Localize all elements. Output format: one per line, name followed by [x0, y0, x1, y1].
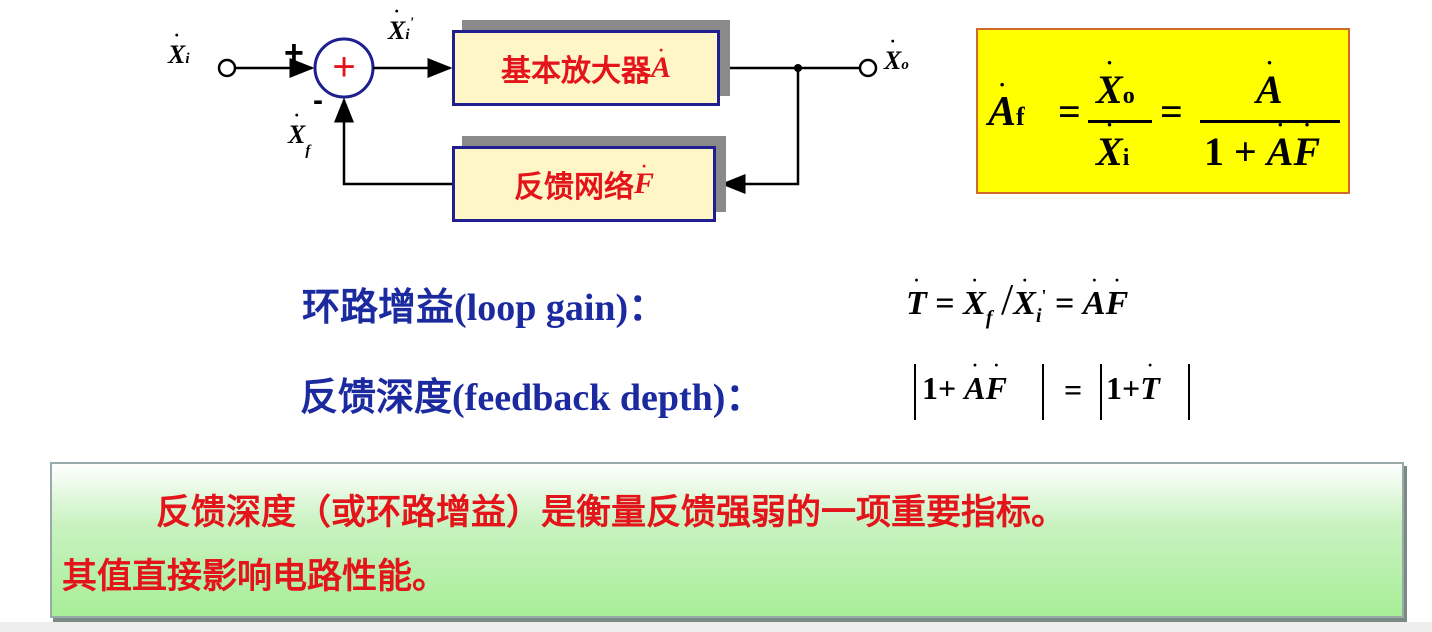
feedback-block: 反馈网络 ·F [452, 146, 716, 222]
plus-sign: + [284, 34, 304, 72]
af-symbol: ·Af [988, 72, 1025, 136]
feedback-depth-lhs: 1+ ·A·F [922, 355, 1007, 406]
af-denominator: 1 + ·A·F [1204, 112, 1321, 175]
summer-symbol: + [332, 45, 356, 89]
note-line-2: 其值直接影响电路性能。 [62, 557, 448, 597]
abs-bar-4 [1188, 364, 1190, 420]
note-line-1: 反馈深度（或环路增益）是衡量反馈强弱的一项重要指标。 [156, 493, 1067, 533]
note-box: 反馈深度（或环路增益）是衡量反馈强弱的一项重要指标。 其值直接影响电路性能。 [50, 462, 1404, 618]
a-numerator: ·A [1256, 50, 1283, 113]
eq-sign-2: = [1160, 89, 1183, 134]
loop-gain-formula: ·T = ·Xf /·Xi' = ·A·F [906, 270, 1129, 329]
block-diagram-lines [217, 37, 878, 194]
eq-sign-1: = [1058, 89, 1081, 134]
minus-sign: - [313, 84, 323, 117]
feedback-symbol: ·F [633, 156, 654, 200]
amplifier-symbol: ·A [650, 40, 671, 84]
abs-bar-1 [914, 364, 916, 420]
feedback-depth-rhs: 1+·T [1106, 355, 1160, 406]
closed-loop-gain-formula: ·Af = ·Xo ·Xi = ·A 1 + ·A·F [976, 28, 1350, 194]
fraction-bar-1 [1088, 120, 1152, 123]
output-signal-label: ·Xo [884, 31, 909, 75]
input-signal-label: ·Xi [168, 25, 190, 69]
amplifier-block: 基本放大器 ·A [452, 30, 720, 106]
net-input-signal-label: ·Xi' [388, 1, 414, 45]
abs-bar-2 [1042, 364, 1044, 420]
abs-bar-3 [1100, 364, 1102, 420]
input-terminal [217, 58, 237, 78]
amplifier-label: 基本放大器 [500, 54, 651, 89]
loop-gain-label: 环路增益(loop gain)： [302, 285, 667, 329]
feedback-depth-label: 反馈深度(feedback depth)： [300, 375, 764, 419]
feedback-depth-eq: = [1064, 372, 1083, 408]
output-terminal [858, 58, 878, 78]
feedback-return-line [720, 68, 800, 194]
feedback-signal-label: ·Xf [288, 105, 311, 159]
feedback-label: 反馈网络 [513, 170, 634, 205]
fraction-bar-2 [1200, 120, 1340, 123]
feedback-to-summer-line [334, 97, 454, 186]
xi-denominator: ·Xi [1096, 112, 1130, 175]
xo-numerator: ·Xo [1096, 50, 1135, 113]
bottom-bar [0, 622, 1432, 632]
